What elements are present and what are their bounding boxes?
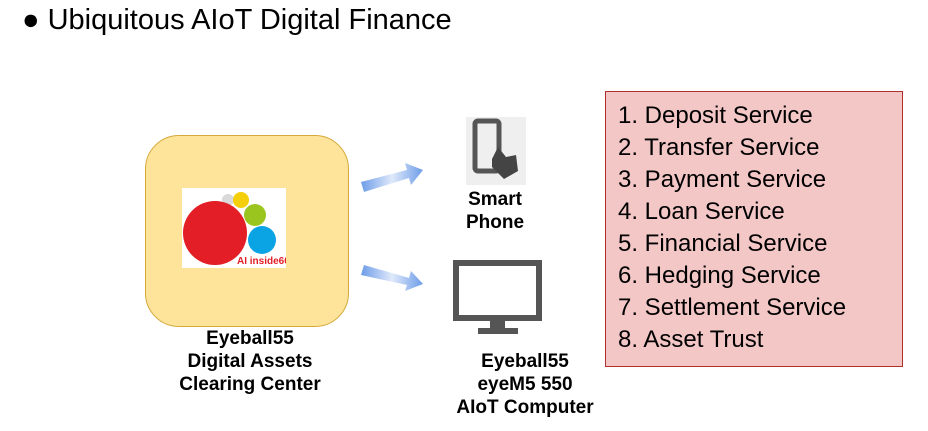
label-line: AIoT Computer: [456, 397, 594, 418]
logo-text: AI inside60: [237, 256, 286, 267]
label-line: Digital Assets: [187, 351, 313, 372]
service-item: 3. Payment Service: [618, 166, 827, 193]
services-list: 1. Deposit Service 2. Transfer Service 3…: [605, 91, 903, 367]
service-item: 5. Financial Service: [618, 230, 828, 257]
arrow-to-phone-icon: [361, 163, 423, 192]
arrow-to-computer-icon: [361, 265, 423, 291]
label-line: Eyeball55: [206, 328, 294, 349]
label-line: Clearing Center: [179, 374, 321, 395]
clearing-center-label: Eyeball55 Digital Assets Clearing Center: [150, 327, 350, 396]
computer-monitor-icon: [453, 260, 542, 334]
label-line: Eyeball55: [481, 351, 569, 372]
computer-label: Eyeball55 eyeM5 550 AIoT Computer: [430, 350, 620, 419]
smartphone-icon: [466, 117, 526, 185]
arrows: [361, 163, 423, 291]
title-text: Ubiquitous AIoT Digital Finance: [47, 4, 452, 36]
label-line: Phone: [465, 212, 525, 233]
label-line: eyeM5 550: [477, 374, 573, 395]
service-item: 1. Deposit Service: [618, 102, 813, 129]
smartphone-label: Smart Phone: [450, 188, 540, 234]
service-item: 4. Loan Service: [618, 198, 785, 225]
label-line: Smart: [468, 189, 522, 210]
service-item: 8. Asset Trust: [618, 326, 764, 353]
slide-title: ● Ubiquitous AIoT Digital Finance: [22, 4, 452, 36]
service-item: 7. Settlement Service: [618, 294, 847, 321]
ai-inside-logo: AI inside60: [182, 188, 290, 268]
service-item: 6. Hedging Service: [618, 262, 821, 289]
service-item: 2. Transfer Service: [618, 134, 820, 161]
logo-circles-icon: AI inside60: [183, 192, 290, 267]
